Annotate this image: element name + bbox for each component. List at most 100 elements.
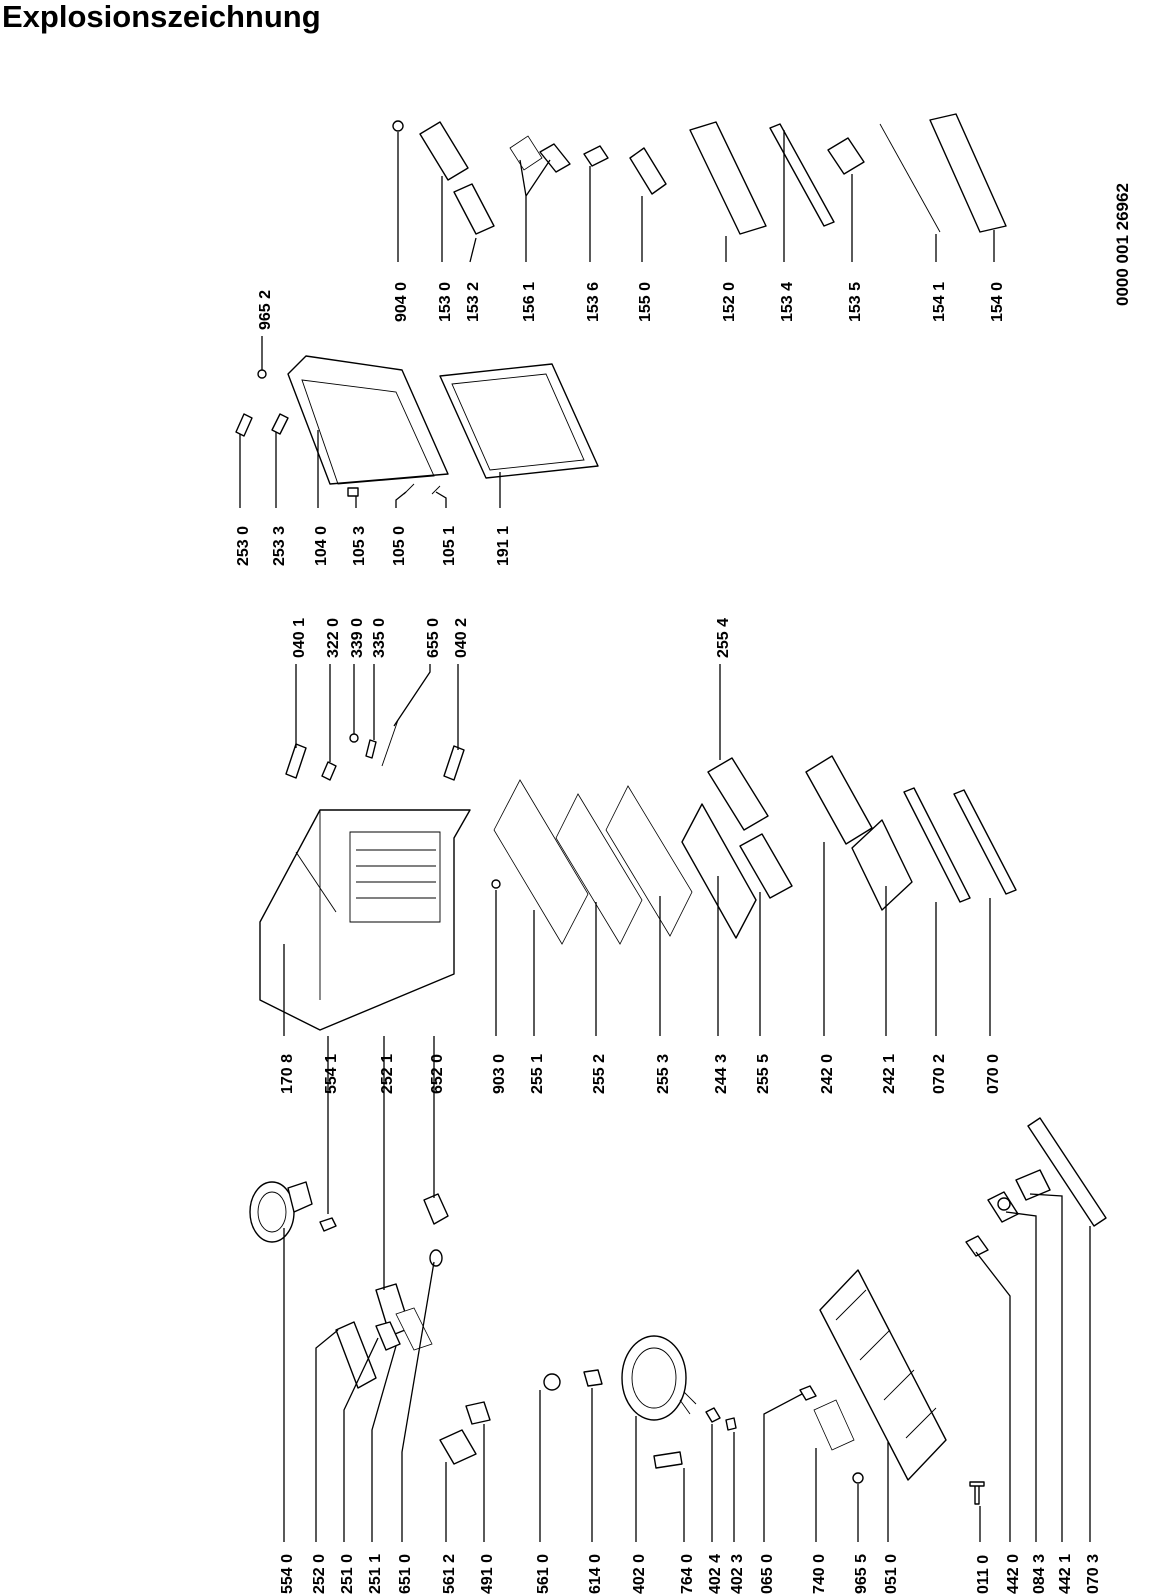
label-191-1: 191 1 [495, 526, 512, 566]
part-402-0-compressor-drawing [621, 1335, 697, 1421]
part-740-0-drawing [813, 1399, 855, 1451]
part-652-0-drawing [423, 1193, 449, 1267]
part-154-1-drawing [879, 123, 941, 233]
part-070-2-drawing [903, 787, 971, 903]
part-154-0-drawing [929, 113, 1007, 233]
label-255-2: 255 2 [591, 1054, 608, 1094]
label-153-4: 153 4 [779, 282, 796, 322]
label-740-0: 740 0 [811, 1554, 828, 1594]
label-903-0: 903 0 [491, 1054, 508, 1094]
part-104-0-door-drawing [287, 355, 449, 485]
part-152-0-drawing [689, 121, 767, 235]
label-105-1: 105 1 [441, 526, 458, 566]
page-title: Explosionszeichnung [2, 0, 321, 34]
label-153-0: 153 0 [437, 282, 454, 322]
label-402-0: 402 0 [631, 1554, 648, 1594]
label-614-0: 614 0 [587, 1554, 604, 1594]
part-011-0-drawing [969, 1481, 985, 1505]
label-251-0: 251 0 [339, 1554, 356, 1594]
label-561-0: 561 0 [535, 1554, 552, 1594]
label-322-0: 322 0 [325, 618, 342, 658]
label-402-3: 402 3 [729, 1554, 746, 1594]
label-764-0: 764 0 [679, 1554, 696, 1594]
part-904-0-drawing [392, 120, 404, 132]
part-655-0-drawing [381, 719, 399, 767]
label-554-1: 554 1 [323, 1054, 340, 1094]
label-561-2: 561 2 [441, 1554, 458, 1594]
label-252-0: 252 0 [311, 1554, 328, 1594]
leader-lines [239, 130, 1091, 1542]
label-255-5: 255 5 [755, 1054, 772, 1094]
label-153-5: 153 5 [847, 282, 864, 322]
label-242-0: 242 0 [819, 1054, 836, 1094]
label-339-0: 339 0 [349, 618, 366, 658]
part-614-0-drawing [583, 1369, 603, 1387]
label-156-1: 156 1 [521, 282, 538, 322]
part-402-4-drawing [705, 1407, 721, 1423]
label-253-3: 253 3 [271, 526, 288, 566]
label-491-0: 491 0 [479, 1554, 496, 1594]
label-554-0: 554 0 [279, 1554, 296, 1594]
label-105-3: 105 3 [351, 526, 368, 566]
part-255-3-drawing [605, 785, 693, 937]
label-651-0: 651 0 [397, 1554, 414, 1594]
label-070-2: 070 2 [931, 1054, 948, 1094]
part-191-1-gasket-drawing [439, 363, 599, 479]
label-335-0: 335 0 [371, 618, 388, 658]
label-104-0: 104 0 [313, 526, 330, 566]
part-153-4-drawing [769, 123, 835, 227]
label-155-0: 155 0 [637, 282, 654, 322]
label-442-0: 442 0 [1005, 1554, 1022, 1594]
part-554-1-drawing [319, 1217, 337, 1232]
label-154-1: 154 1 [931, 282, 948, 322]
part-339-0-drawing [349, 733, 359, 743]
part-491-0-drawing [465, 1401, 491, 1425]
label-051-0: 051 0 [883, 1554, 900, 1594]
part-070-3-drawing [1027, 1117, 1107, 1227]
hinge-assembly-drawing [965, 1169, 1051, 1257]
part-156-1-drawing [509, 135, 543, 171]
part-051-0-base-drawing [819, 1269, 947, 1481]
label-904-0: 904 0 [393, 282, 410, 322]
part-155-0-drawing [629, 147, 667, 195]
label-242-1: 242 1 [881, 1054, 898, 1094]
part-764-0-drawing [653, 1451, 683, 1469]
part-065-0-drawing [799, 1385, 817, 1401]
part-070-0-drawing [953, 789, 1017, 895]
label-253-0: 253 0 [235, 526, 252, 566]
part-255-5-drawing [739, 833, 793, 899]
part-402-3-drawing [725, 1417, 737, 1431]
part-255-2-drawing [555, 793, 643, 945]
label-255-4: 255 4 [715, 618, 732, 658]
label-153-2: 153 2 [465, 282, 482, 322]
part-242-1-drawing [851, 819, 913, 911]
label-154-0: 154 0 [989, 282, 1006, 322]
part-153-0-drawing [419, 121, 469, 181]
label-965-2: 965 2 [257, 290, 274, 330]
label-402-4: 402 4 [707, 1554, 724, 1594]
label-255-1: 255 1 [529, 1054, 546, 1094]
label-652-0: 652 0 [429, 1054, 446, 1094]
label-153-6: 153 6 [585, 282, 602, 322]
label-070-3: 070 3 [1085, 1554, 1102, 1594]
document-number: 0000 001 26962 [1113, 183, 1132, 306]
label-065-0: 065 0 [759, 1554, 776, 1594]
label-011-0: 011 0 [975, 1555, 992, 1594]
label-965-5: 965 5 [853, 1554, 870, 1594]
part-322-0-drawing [321, 761, 337, 781]
label-655-0: 655 0 [425, 618, 442, 658]
part-253-3-drawing [271, 413, 289, 435]
part-554-0-drawing [249, 1181, 313, 1243]
part-561-0-drawing [543, 1373, 561, 1391]
label-244-3: 244 3 [713, 1054, 730, 1094]
part-170-8-cabinet-drawing [259, 809, 471, 1031]
part-965-5-drawing [852, 1472, 864, 1484]
part-105-1-drawing [431, 485, 441, 495]
label-255-3: 255 3 [655, 1054, 672, 1094]
part-153-5-drawing [827, 137, 865, 175]
part-040-2-drawing [443, 745, 465, 781]
label-105-0: 105 0 [391, 526, 408, 566]
part-255-4-drawing [707, 757, 769, 831]
part-253-0-drawing [235, 413, 253, 437]
